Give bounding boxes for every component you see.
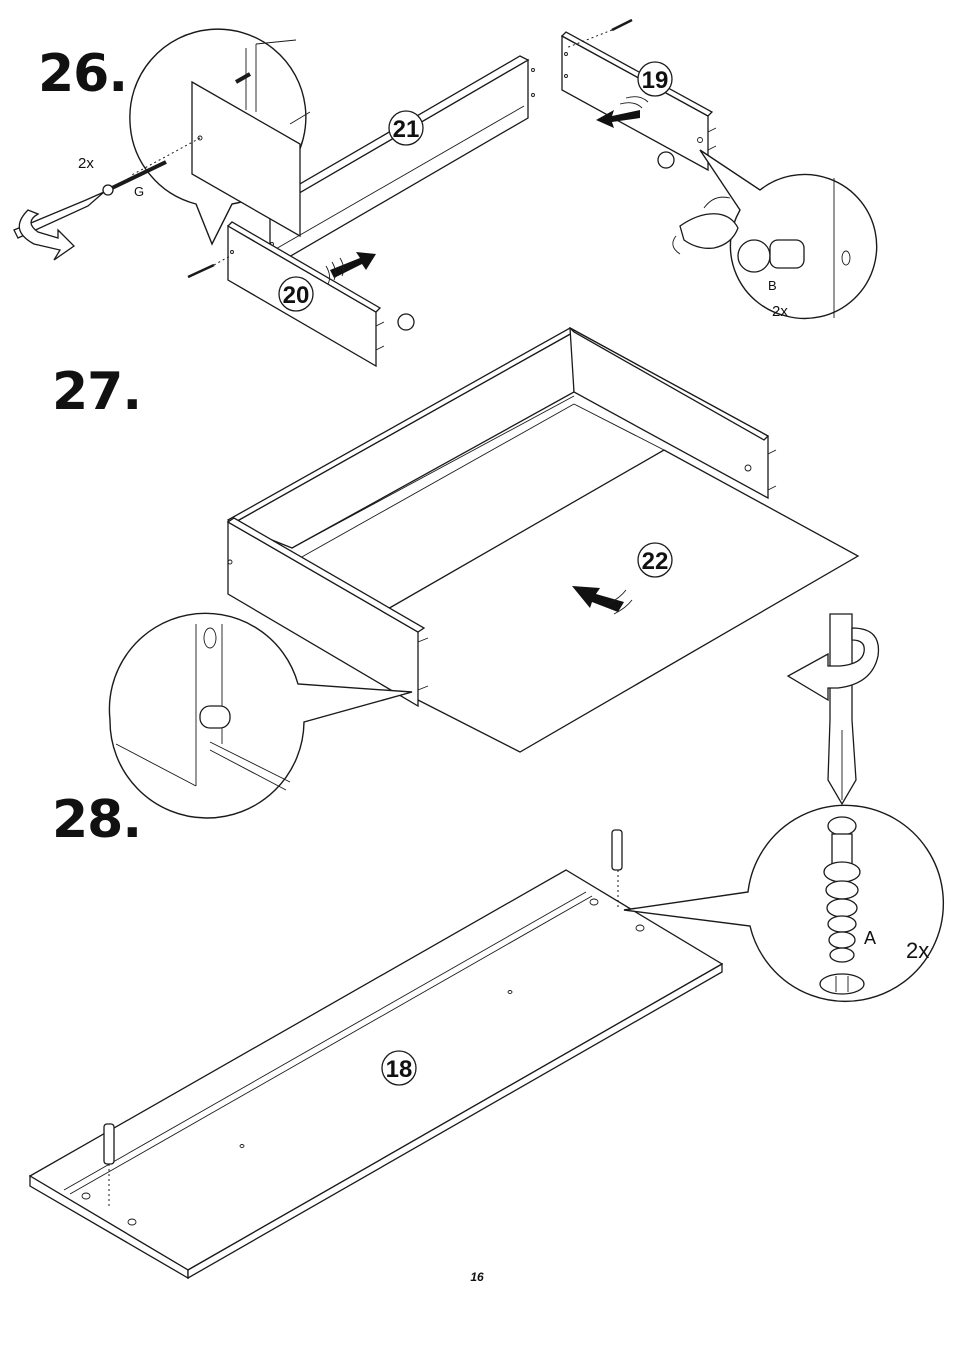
panel-19 bbox=[562, 32, 716, 170]
screw-icon bbox=[188, 256, 230, 277]
part-label-20: 20 bbox=[279, 277, 313, 311]
part-label-22: 22 bbox=[638, 543, 672, 577]
part-label-21: 21 bbox=[389, 111, 423, 145]
page-number: 16 bbox=[0, 1270, 954, 1284]
hardware-a-label: A bbox=[864, 928, 876, 948]
hardware-b-label: B bbox=[768, 278, 777, 293]
part-label-18: 18 bbox=[382, 1051, 416, 1085]
hardware-g-quantity: 2x bbox=[78, 155, 94, 172]
step-26-diagram: 2x G B 2x 19 21 bbox=[14, 20, 877, 366]
cam-lock-icon bbox=[398, 152, 674, 330]
push-arrow-icon bbox=[326, 252, 376, 284]
screwdriver-icon bbox=[828, 614, 856, 804]
panel-21 bbox=[262, 56, 535, 268]
part-label-19: 19 bbox=[638, 62, 672, 96]
svg-text:20: 20 bbox=[283, 282, 310, 309]
svg-text:21: 21 bbox=[393, 116, 420, 143]
svg-text:18: 18 bbox=[386, 1056, 413, 1083]
hardware-a-quantity: 2x bbox=[906, 938, 929, 963]
step-27-diagram: 22 bbox=[109, 328, 858, 818]
svg-text:22: 22 bbox=[642, 548, 669, 575]
hardware-b-quantity: 2x bbox=[772, 303, 788, 320]
svg-text:19: 19 bbox=[642, 67, 669, 94]
hardware-g-label: G bbox=[134, 184, 144, 199]
